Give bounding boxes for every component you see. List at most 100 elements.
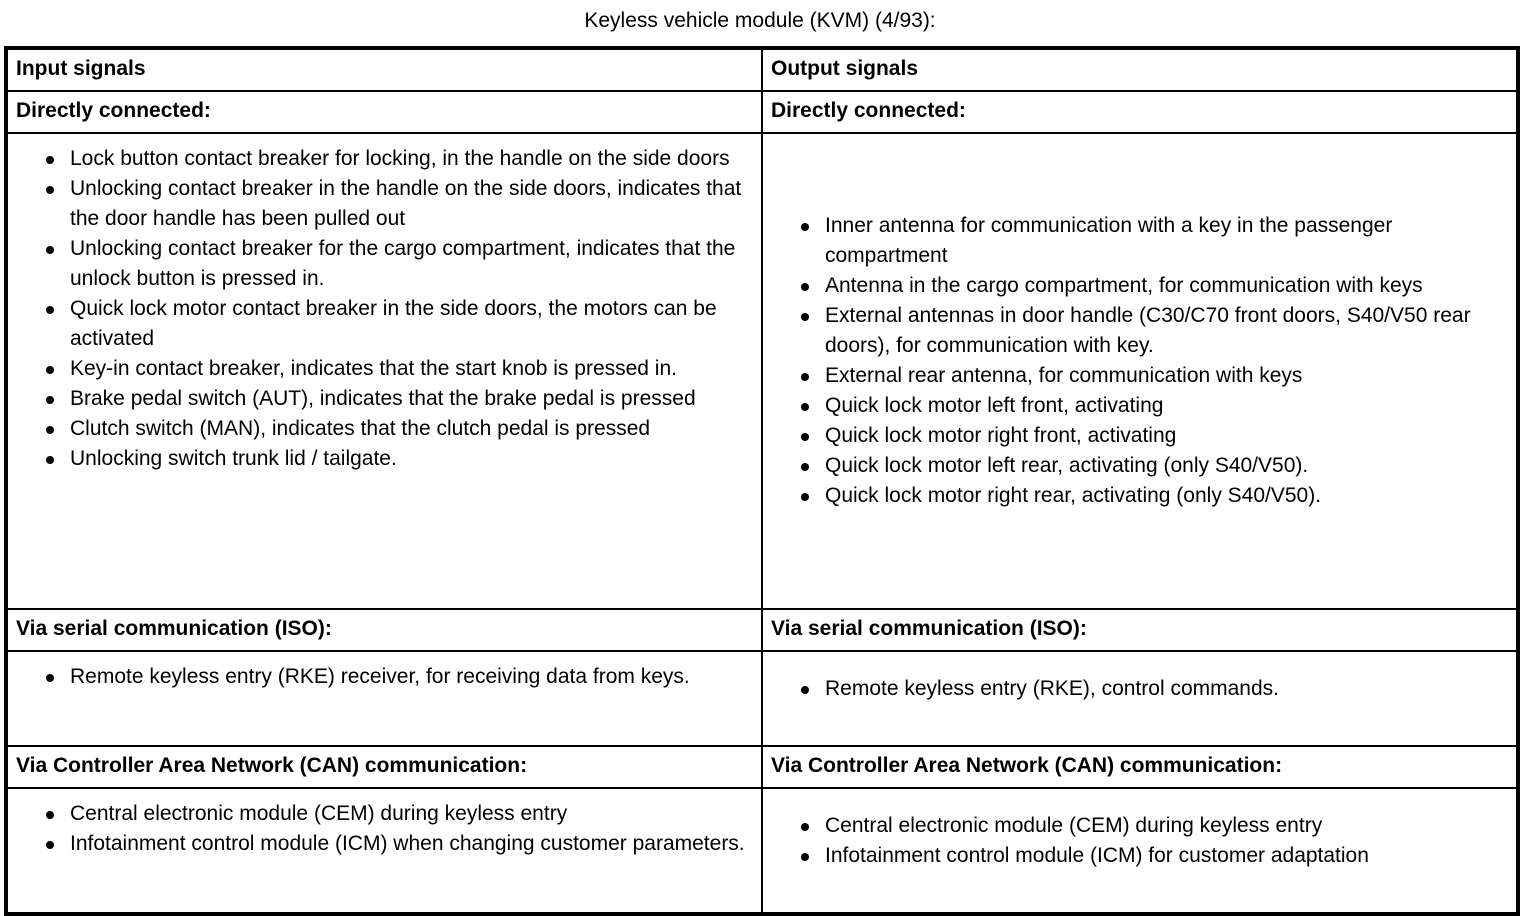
input-subheader-directly-connected: Directly connected:	[16, 99, 211, 122]
bullet-icon	[801, 493, 809, 501]
bullet-icon	[46, 306, 54, 314]
bullet-icon	[801, 433, 809, 441]
bullet-icon	[801, 822, 809, 831]
list-item: Clutch switch (MAN), indicates that the …	[16, 414, 753, 444]
bullet-icon	[46, 426, 54, 434]
bullet-icon	[46, 456, 54, 464]
list-item: Unlocking contact breaker for the cargo …	[16, 234, 753, 294]
output-can-body: Central electronic module (CEM) during k…	[763, 789, 1516, 892]
list-item-label: Clutch switch (MAN), indicates that the …	[70, 417, 651, 440]
output-serial-iso-list: Remote keyless entry (RKE), control comm…	[771, 674, 1508, 704]
cell-input-directly-connected-items: Lock button contact breaker for locking,…	[5, 132, 763, 610]
list-item: Infotainment control module (ICM) for cu…	[771, 841, 1508, 871]
input-can-body: Central electronic module (CEM) during k…	[8, 789, 761, 912]
bullet-icon	[46, 396, 54, 404]
list-item: Brake pedal switch (AUT), indicates that…	[16, 384, 753, 414]
bullet-icon	[46, 811, 54, 819]
input-subheader-can: Via Controller Area Network (CAN) commun…	[16, 754, 528, 777]
list-item: Remote keyless entry (RKE) receiver, for…	[16, 662, 753, 692]
list-item-label: Central electronic module (CEM) during k…	[825, 813, 1323, 837]
list-item-label: Remote keyless entry (RKE) receiver, for…	[70, 665, 690, 688]
list-item-label: External antennas in door handle (C30/C7…	[825, 304, 1471, 357]
list-item-label: Lock button contact breaker for locking,…	[70, 147, 730, 170]
list-item: Unlocking switch trunk lid / tailgate.	[16, 444, 753, 474]
list-item: Remote keyless entry (RKE), control comm…	[771, 674, 1508, 704]
list-item-label: Unlocking switch trunk lid / tailgate.	[70, 447, 397, 470]
cell-output-can-subheader: Via Controller Area Network (CAN) commun…	[761, 745, 1519, 789]
output-serial-iso-body: Remote keyless entry (RKE), control comm…	[763, 652, 1516, 725]
list-item-label: Quick lock motor right rear, activating …	[825, 484, 1322, 507]
list-item-label: Key-in contact breaker, indicates that t…	[70, 357, 677, 380]
list-item-label: Inner antenna for communication with a k…	[825, 214, 1393, 267]
cell-input-signals-header: Input signals	[5, 47, 763, 92]
cell-output-signals-header: Output signals	[761, 47, 1519, 92]
cell-input-can-subheader: Via Controller Area Network (CAN) commun…	[5, 745, 763, 789]
bullet-icon	[801, 313, 809, 321]
table-row-can-subheader: Via Controller Area Network (CAN) commun…	[5, 745, 1519, 789]
bullet-icon	[801, 463, 809, 471]
input-signals-header: Input signals	[16, 57, 146, 80]
list-item-label: External rear antenna, for communication…	[825, 364, 1303, 387]
list-item: Inner antenna for communication with a k…	[771, 211, 1508, 271]
bullet-icon	[46, 841, 54, 849]
list-item-label: Antenna in the cargo compartment, for co…	[825, 274, 1423, 297]
bullet-icon	[801, 852, 809, 861]
cell-output-directly-connected-items: Inner antenna for communication with a k…	[761, 132, 1519, 610]
bullet-icon	[46, 186, 54, 194]
input-serial-iso-body: Remote keyless entry (RKE) receiver, for…	[8, 652, 761, 745]
list-item: Quick lock motor left rear, activating (…	[771, 451, 1508, 481]
list-item: Quick lock motor right front, activating	[771, 421, 1508, 451]
output-subheader-serial-iso: Via serial communication (ISO):	[771, 617, 1087, 640]
cell-input-serial-iso-subheader: Via serial communication (ISO):	[5, 608, 763, 652]
list-item: Quick lock motor contact breaker in the …	[16, 294, 753, 354]
list-item-label: Brake pedal switch (AUT), indicates that…	[70, 387, 696, 410]
list-item: Infotainment control module (ICM) when c…	[16, 829, 753, 859]
list-item: Unlocking contact breaker in the handle …	[16, 174, 753, 234]
list-item-label: Infotainment control module (ICM) for cu…	[825, 843, 1369, 867]
table-row-directly-connected-subheader: Directly connected: Directly connected:	[5, 90, 1519, 134]
list-item: Quick lock motor right rear, activating …	[771, 481, 1508, 511]
table-row-serial-iso-content: Remote keyless entry (RKE) receiver, for…	[5, 650, 1519, 747]
cell-output-can-items: Central electronic module (CEM) during k…	[761, 787, 1519, 915]
table-row-can-content: Central electronic module (CEM) during k…	[5, 787, 1519, 915]
input-directly-connected-list: Lock button contact breaker for locking,…	[16, 144, 753, 474]
list-item: Key-in contact breaker, indicates that t…	[16, 354, 753, 384]
list-item-label: Quick lock motor right front, activating	[825, 424, 1177, 447]
cell-output-serial-iso-items: Remote keyless entry (RKE), control comm…	[761, 650, 1519, 747]
cell-input-serial-iso-items: Remote keyless entry (RKE) receiver, for…	[5, 650, 763, 747]
document-page: Keyless vehicle module (KVM) (4/93): Inp…	[4, 9, 1520, 916]
list-item-label: Quick lock motor left rear, activating (…	[825, 454, 1309, 477]
cell-output-directly-connected-subheader: Directly connected:	[761, 90, 1519, 134]
bullet-icon	[801, 223, 809, 231]
table-row-serial-iso-subheader: Via serial communication (ISO): Via seri…	[5, 608, 1519, 652]
list-item: Antenna in the cargo compartment, for co…	[771, 271, 1508, 301]
list-item: Lock button contact breaker for locking,…	[16, 144, 753, 174]
page-title: Keyless vehicle module (KVM) (4/93):	[584, 9, 936, 32]
output-directly-connected-list: Inner antenna for communication with a k…	[771, 211, 1508, 511]
input-subheader-serial-iso: Via serial communication (ISO):	[16, 617, 332, 640]
list-item-label: Central electronic module (CEM) during k…	[70, 802, 568, 825]
bullet-icon	[801, 283, 809, 291]
list-item: Quick lock motor left front, activating	[771, 391, 1508, 421]
table-row-column-headers: Input signals Output signals	[5, 47, 1519, 92]
list-item-label: Unlocking contact breaker for the cargo …	[70, 237, 736, 290]
cell-input-directly-connected-subheader: Directly connected:	[5, 90, 763, 134]
bullet-icon	[801, 685, 809, 694]
bullet-icon	[46, 156, 54, 164]
cell-input-can-items: Central electronic module (CEM) during k…	[5, 787, 763, 915]
bullet-icon	[46, 674, 54, 682]
output-can-list: Central electronic module (CEM) during k…	[771, 811, 1508, 871]
list-item-label: Infotainment control module (ICM) when c…	[70, 832, 745, 855]
input-directly-connected-body: Lock button contact breaker for locking,…	[8, 134, 761, 608]
output-subheader-directly-connected: Directly connected:	[771, 99, 966, 122]
bullet-icon	[801, 373, 809, 381]
bullet-icon	[46, 246, 54, 254]
list-item: External rear antenna, for communication…	[771, 361, 1508, 391]
list-item-label: Unlocking contact breaker in the handle …	[70, 177, 742, 230]
list-item-label: Quick lock motor left front, activating	[825, 394, 1164, 417]
bullet-icon	[46, 366, 54, 374]
list-item-label: Quick lock motor contact breaker in the …	[70, 297, 717, 350]
table-row-directly-connected-content: Lock button contact breaker for locking,…	[5, 132, 1519, 610]
output-subheader-can: Via Controller Area Network (CAN) commun…	[771, 754, 1283, 777]
signal-table: Input signals Output signals Directly co…	[4, 46, 1520, 916]
